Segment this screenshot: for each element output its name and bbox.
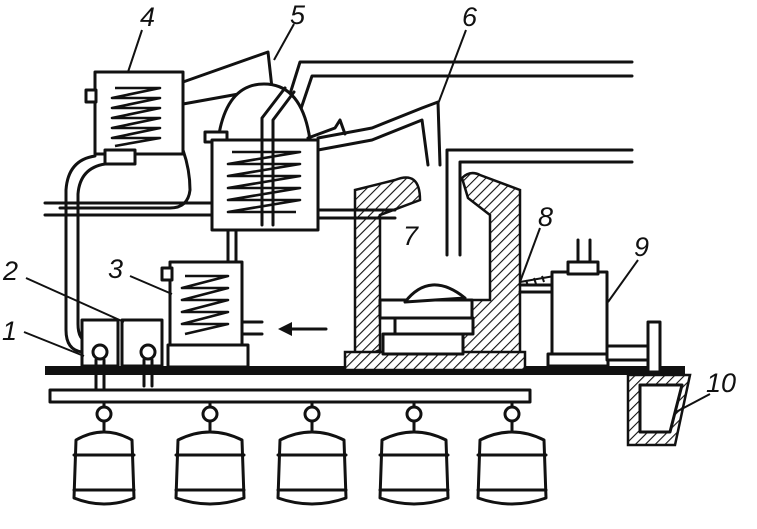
label-2: 2	[2, 256, 18, 286]
unit-3	[160, 260, 328, 369]
cylinders	[72, 400, 548, 506]
label-7: 7	[403, 221, 419, 251]
collector-10	[626, 373, 692, 447]
cylinder-4	[378, 400, 450, 506]
label-5: 5	[290, 0, 306, 30]
label-9: 9	[634, 232, 649, 262]
units-1-2	[80, 318, 164, 398]
leader-lines	[23, 23, 711, 413]
cylinder-2	[174, 400, 246, 506]
coil-4	[110, 86, 162, 148]
unit-9	[546, 238, 662, 394]
coil-3	[180, 274, 230, 336]
manifold	[48, 388, 532, 404]
label-8: 8	[538, 202, 553, 232]
labels: 1 2 3 4 5 6 7 8 9 10	[2, 0, 736, 398]
label-6: 6	[462, 2, 478, 32]
label-1: 1	[2, 316, 17, 346]
condenser-4	[84, 50, 274, 166]
cylinder-5	[476, 400, 548, 506]
cylinder-3	[276, 400, 348, 506]
column-5	[203, 82, 347, 144]
label-3: 3	[108, 254, 123, 284]
furnace	[316, 171, 561, 372]
heat-exchanger	[210, 86, 442, 232]
label-10: 10	[706, 368, 736, 398]
label-4: 4	[140, 2, 155, 32]
coil-main	[226, 150, 302, 214]
cylinder-1	[72, 400, 136, 506]
